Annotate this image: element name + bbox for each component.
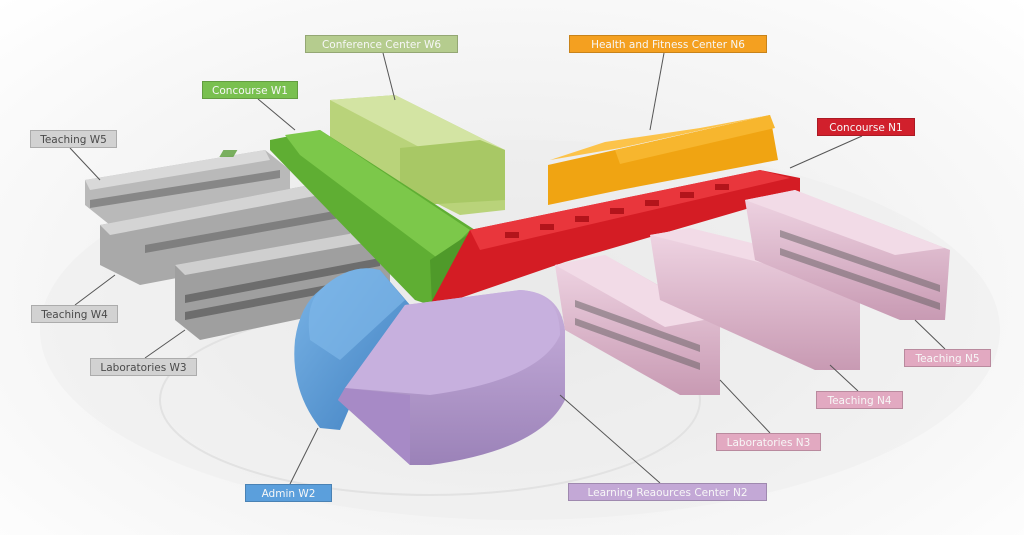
- label-teaching-n5[interactable]: Teaching N5: [904, 349, 991, 367]
- label-teaching-n4[interactable]: Teaching N4: [816, 391, 903, 409]
- leader-line-health-fitness-center-n6: [649, 52, 665, 131]
- leader-line-teaching-n5: [914, 319, 946, 350]
- label-learning-resources-center-n2[interactable]: Learning Reaources Center N2: [568, 483, 767, 501]
- leader-line-teaching-w4: [74, 274, 116, 306]
- leader-line-admin-w2: [289, 427, 319, 485]
- leader-line-conference-center-w6: [382, 52, 396, 101]
- label-health-fitness-center-n6[interactable]: Health and Fitness Center N6: [569, 35, 767, 53]
- leader-line-teaching-w5: [69, 147, 101, 181]
- leader-line-laboratories-w3: [144, 329, 186, 359]
- conference-center-w6-building: [330, 95, 505, 215]
- label-concourse-w1[interactable]: Concourse W1: [202, 81, 298, 99]
- leader-line-teaching-n4: [829, 364, 859, 392]
- leader-line-concourse-n1: [789, 135, 863, 169]
- learning-resources-center-n2-building: [338, 290, 565, 465]
- admin-w2-building: [294, 268, 410, 430]
- leader-lines: [69, 52, 946, 485]
- north-wing-buildings: [555, 190, 950, 395]
- leader-line-laboratories-n3: [719, 379, 771, 434]
- label-conference-center-w6[interactable]: Conference Center W6: [305, 35, 458, 53]
- label-teaching-w5[interactable]: Teaching W5: [30, 130, 117, 148]
- concourse-n1-building: [430, 170, 800, 305]
- label-teaching-w4[interactable]: Teaching W4: [31, 305, 118, 323]
- leader-line-concourse-w1: [257, 98, 296, 131]
- label-concourse-n1[interactable]: Concourse N1: [817, 118, 915, 136]
- label-laboratories-n3[interactable]: Laboratories N3: [716, 433, 821, 451]
- health-fitness-center-n6-building: [548, 115, 778, 205]
- leader-line-learning-resources-center-n2: [559, 394, 661, 484]
- label-admin-w2[interactable]: Admin W2: [245, 484, 332, 502]
- label-laboratories-w3[interactable]: Laboratories W3: [90, 358, 197, 376]
